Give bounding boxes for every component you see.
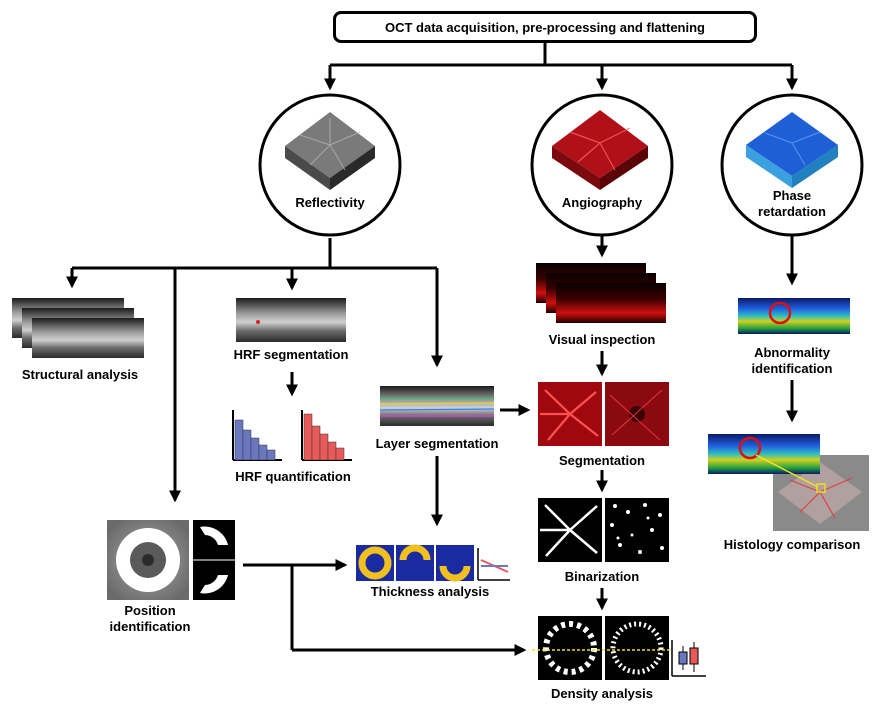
angiography-volume-icon — [552, 110, 648, 190]
position-fundus-image — [107, 520, 189, 600]
thickness-maps — [356, 544, 474, 582]
histology-images — [708, 434, 869, 531]
abnormality-label-line2: identification — [751, 361, 833, 376]
segmentation-label: Segmentation — [559, 453, 645, 468]
thickness-analysis-label: Thickness analysis — [370, 584, 490, 599]
layer-segmentation-label: Layer segmentation — [375, 436, 499, 451]
density-analysis-label: Density analysis — [551, 686, 653, 701]
phase-label-line1: Phase — [772, 188, 812, 203]
phase-label-line2: retardation — [758, 204, 826, 219]
connectors — [66, 43, 798, 656]
binarization-maps — [538, 498, 669, 562]
density-maps — [532, 616, 672, 680]
histology-comparison-label: Histology comparison — [723, 537, 861, 552]
phase-volume-icon — [746, 112, 838, 188]
angiography-label: Angiography — [561, 195, 643, 210]
layer-segmentation-scan — [379, 386, 495, 426]
acquisition-title-box: OCT data acquisition, pre-processing and… — [333, 11, 757, 43]
angio-segmentation-maps — [538, 382, 669, 446]
hrf-quantification-label: HRF quantification — [235, 469, 351, 484]
abnormality-scan — [738, 298, 850, 334]
structural-scan-stack — [12, 298, 144, 358]
density-boxplot — [671, 640, 706, 677]
position-label-line2: identification — [109, 619, 191, 634]
position-mask-image — [193, 520, 235, 600]
acquisition-title: OCT data acquisition, pre-processing and… — [385, 19, 705, 35]
thickness-trend-plot — [477, 548, 510, 581]
visual-inspection-stack — [536, 263, 666, 323]
hrf-segmentation-label: HRF segmentation — [233, 347, 349, 362]
visual-inspection-label: Visual inspection — [548, 332, 656, 347]
abnormality-label-line1: Abnormality — [754, 345, 830, 360]
position-label-line1: Position — [124, 603, 176, 618]
hrf-histogram-blue — [232, 410, 282, 461]
reflectivity-label: Reflectivity — [295, 195, 365, 210]
hrf-histogram-red — [301, 410, 352, 461]
structural-analysis-label: Structural analysis — [21, 367, 139, 382]
reflectivity-volume-icon — [285, 112, 375, 190]
binarization-label: Binarization — [564, 569, 640, 584]
hrf-segmentation-scan — [236, 298, 346, 342]
